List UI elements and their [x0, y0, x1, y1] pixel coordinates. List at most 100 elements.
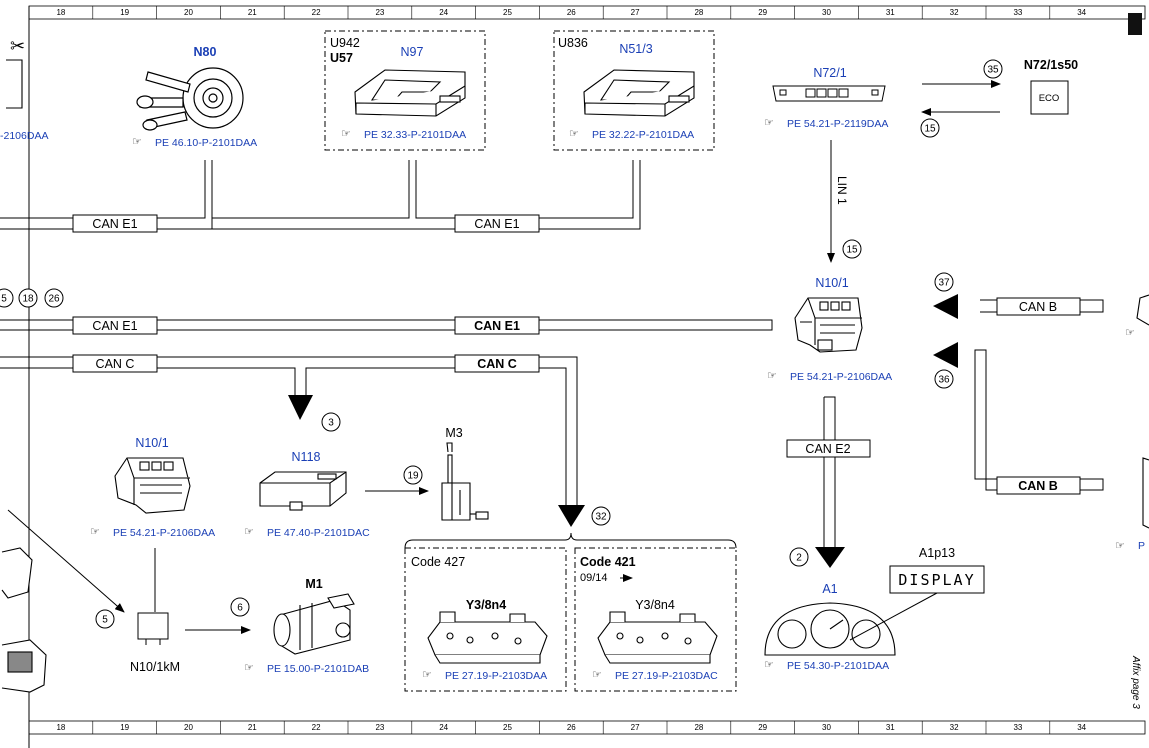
svg-text:CAN E2: CAN E2 — [805, 442, 850, 456]
grid-column-label: 31 — [886, 723, 895, 732]
grid-column-label: 28 — [694, 8, 703, 17]
grid-column-label: 29 — [758, 723, 767, 732]
n72-1-component: N72/1 ☞ PE 54.21-P-2119DAA — [764, 66, 888, 130]
svg-text:PE 32.33-P-2101DAA: PE 32.33-P-2101DAA — [364, 129, 466, 141]
grid-column-label: 25 — [503, 8, 512, 17]
svg-text:N10/1: N10/1 — [135, 436, 168, 450]
callout-2: 2 — [789, 547, 809, 567]
can-e1-label-box: CAN E1 — [454, 214, 540, 233]
svg-text:PE 46.10-P-2101DAA: PE 46.10-P-2101DAA — [155, 137, 257, 149]
grid-column-label: 23 — [375, 8, 384, 17]
fuel-pump-icon — [441, 442, 489, 521]
grid-column-label: 26 — [567, 723, 576, 732]
grid-column-label: 26 — [567, 8, 576, 17]
grid-column-label: 31 — [886, 8, 895, 17]
callout-number: 5 — [102, 615, 108, 626]
can-b-arrow-in — [933, 294, 958, 319]
grid-column-label: 33 — [1013, 8, 1022, 17]
svg-text:CAN E1: CAN E1 — [92, 319, 137, 333]
grid-column-label: 18 — [56, 723, 65, 732]
svg-text:CAN E1: CAN E1 — [474, 319, 520, 333]
svg-text:09/14: 09/14 — [580, 572, 608, 584]
svg-text:Code 427: Code 427 — [411, 555, 465, 569]
svg-text:M1: M1 — [305, 577, 322, 591]
svg-text:U57: U57 — [330, 51, 353, 65]
can-b-arrow-out — [933, 342, 958, 368]
bus-arrow-transmission — [558, 505, 585, 527]
transmission-bracket — [404, 532, 737, 549]
n97-component: U942 U57 N97 ☞ PE 32.33-P-2101DAA — [324, 30, 486, 151]
n10-1-right-component: N10/1 ☞ PE 54.21-P-2106DAA — [767, 276, 892, 383]
callout-26: 26 — [44, 288, 64, 308]
grid-column-label: 24 — [439, 8, 448, 17]
svg-text:N72/1: N72/1 — [813, 66, 846, 80]
callout-18: 18 — [18, 288, 38, 308]
svg-text:CAN B: CAN B — [1018, 479, 1058, 493]
callout-number: 2 — [796, 553, 802, 564]
sam-module-icon — [794, 297, 863, 353]
sam-module-icon — [114, 457, 191, 514]
grid-column-label: 30 — [822, 8, 831, 17]
grid-column-label: 22 — [312, 723, 321, 732]
left-edge-partial — [1, 59, 47, 693]
svg-text:CAN E1: CAN E1 — [474, 217, 519, 231]
callout-number: 37 — [938, 278, 950, 289]
page-ref-icon: ☞ — [767, 370, 777, 382]
svg-text:N51/3: N51/3 — [619, 42, 652, 56]
callout-number: 32 — [595, 512, 607, 523]
svg-text:CAN C: CAN C — [96, 357, 135, 371]
grid-column-label: 20 — [184, 723, 193, 732]
callout-number: 35 — [987, 65, 999, 76]
callout-6: 6 — [230, 597, 250, 617]
callout-35: 35 — [983, 59, 1003, 79]
n51-3-component: U836 N51/3 ☞ PE 32.22-P-2101DAA — [553, 30, 715, 151]
grid-column-label: 27 — [631, 8, 640, 17]
callout-5: 5 — [95, 609, 115, 629]
svg-text:Code 421: Code 421 — [580, 555, 636, 569]
a1p13-component: A1p13 DISPLAY — [849, 546, 985, 641]
page-ref-icon: ☞ — [764, 659, 774, 671]
svg-text:CAN E1: CAN E1 — [92, 217, 137, 231]
svg-text:Y3/8n4: Y3/8n4 — [635, 598, 675, 612]
grid-column-label: 34 — [1077, 723, 1086, 732]
m3-component: M3 — [441, 426, 489, 521]
svg-text:A1: A1 — [822, 582, 837, 596]
grid-column-label: 18 — [56, 8, 65, 17]
can-e1-middle-bus — [0, 319, 773, 331]
control-unit-icon — [583, 69, 695, 117]
instrument-cluster-icon — [764, 602, 896, 656]
callout-number: 3 — [328, 418, 334, 429]
n10-1-left-component: N10/1 ☞ PE 54.21-P-2106DAA — [90, 436, 215, 539]
grid-column-label: 24 — [439, 723, 448, 732]
starter-motor-icon — [273, 593, 355, 655]
page-ref-icon: ☞ — [1115, 540, 1125, 552]
callout-number: 18 — [22, 294, 34, 305]
grid-column-label: 33 — [1013, 723, 1022, 732]
n72-1s50-component: N72/1s50 ECO — [1024, 58, 1078, 115]
grid-column-label: 21 — [248, 723, 257, 732]
n118-component: N118 ☞ PE 47.40-P-2101DAC — [244, 450, 370, 539]
page-ref-icon: ☞ — [1125, 327, 1135, 339]
svg-text:N10/1: N10/1 — [815, 276, 848, 290]
page-ref-icon: ☞ — [244, 526, 254, 538]
svg-text:PE 54.21-P-2106DAA: PE 54.21-P-2106DAA — [790, 371, 892, 383]
bus-arrow-n118 — [288, 395, 313, 420]
svg-text:CAN B: CAN B — [1019, 300, 1057, 314]
valve-body-icon — [597, 611, 718, 664]
page-ref-icon: ☞ — [90, 526, 100, 538]
page-ref-icon: ☞ — [422, 669, 432, 681]
page-ref-icon: ☞ — [592, 669, 602, 681]
callout-number: 5 — [1, 294, 7, 305]
can-e2-line — [823, 396, 836, 548]
callout-32: 32 — [591, 506, 611, 526]
can-e2-label-box: CAN E2 — [786, 439, 871, 458]
svg-text:PE 27.19-P-2103DAC: PE 27.19-P-2103DAC — [615, 670, 718, 682]
grid-column-label: 34 — [1077, 8, 1086, 17]
grid-column-label: 25 — [503, 723, 512, 732]
svg-text:U942: U942 — [330, 36, 360, 50]
page-ref-icon: ☞ — [132, 136, 142, 148]
n80-component: N80 ☞ PE 46.10-P-2101DAA — [132, 45, 257, 149]
page-ref-icon: ☞ — [764, 117, 774, 129]
